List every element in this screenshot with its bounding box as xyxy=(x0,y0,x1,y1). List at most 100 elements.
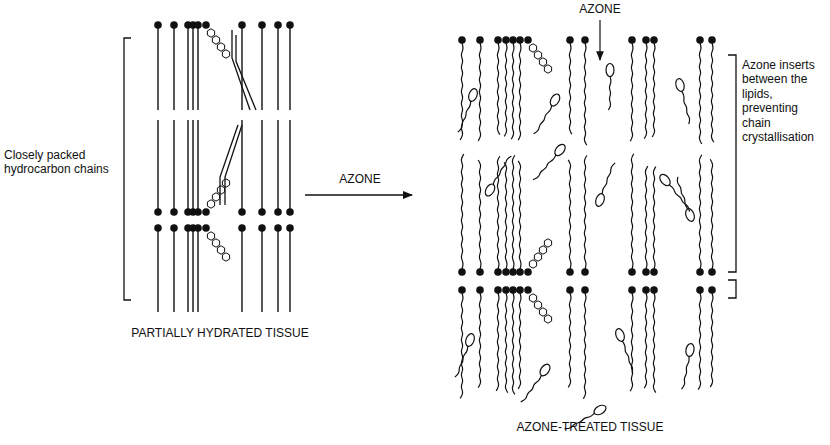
azone-head xyxy=(538,362,552,377)
lipid-tail xyxy=(518,293,521,389)
sterol-ring xyxy=(539,308,546,316)
lipid-tail xyxy=(512,293,514,394)
bent-chain xyxy=(236,35,256,110)
lipid-tail xyxy=(277,120,278,212)
lipid-tail xyxy=(261,120,262,212)
sterol-ring xyxy=(222,179,229,187)
lipid-tail xyxy=(512,155,514,269)
lipid-head xyxy=(628,286,636,294)
azone-molecule xyxy=(606,64,614,111)
azone-molecule xyxy=(456,88,479,134)
lipid-tail xyxy=(173,120,174,212)
lipid-head xyxy=(509,36,517,44)
azone-tail xyxy=(492,155,511,185)
reaction-arrow xyxy=(305,194,412,195)
lipid-tail xyxy=(698,293,701,390)
lipid-tail xyxy=(187,120,188,212)
sterol-ring xyxy=(217,43,224,51)
bent-chain xyxy=(232,30,250,110)
lipid-head xyxy=(642,286,650,294)
lipid-tail xyxy=(568,293,571,387)
leader-arrow xyxy=(599,20,600,60)
sterol-head xyxy=(202,21,210,29)
lipid-head xyxy=(708,268,716,276)
lipid-tail xyxy=(289,228,290,312)
lipid-tail xyxy=(157,25,158,110)
lipid-head xyxy=(502,36,510,44)
lipid-tail xyxy=(699,43,701,144)
azone-molecule xyxy=(519,362,552,405)
lipid-tail xyxy=(461,154,463,269)
azone-head xyxy=(674,78,685,93)
azone-tail xyxy=(621,341,635,373)
lipid-tail xyxy=(496,293,499,391)
lipid-tail xyxy=(652,43,655,137)
lipid-tail xyxy=(505,293,507,393)
azone-tail xyxy=(601,162,615,194)
azone-molecule xyxy=(483,153,513,197)
lipid-head xyxy=(566,268,574,276)
lipid-head xyxy=(581,268,589,276)
sterol-ring xyxy=(217,186,224,194)
sterol-ring xyxy=(212,193,219,201)
azone-head xyxy=(592,403,607,416)
bracket-label: Closely packed hydrocarbon chains xyxy=(4,148,116,177)
lipid-head xyxy=(458,286,466,294)
azone-molecule xyxy=(674,78,694,125)
lipid-tail xyxy=(644,293,647,388)
azone-head xyxy=(553,142,567,157)
sterol-ring xyxy=(534,301,541,309)
callout-label: AZONE xyxy=(565,2,635,16)
sterol-ring xyxy=(222,50,229,58)
sterol-head xyxy=(524,36,532,44)
lipid-tail xyxy=(631,154,633,269)
bracket-label: Azone inserts between the lipids, preven… xyxy=(742,58,828,144)
lipid-tail xyxy=(277,228,278,312)
lipid-tail xyxy=(241,25,242,110)
sterol-ring xyxy=(207,200,214,208)
azone-head xyxy=(594,193,606,208)
bracket xyxy=(728,280,736,298)
lipid-head xyxy=(628,268,636,276)
lipid-head xyxy=(494,286,502,294)
lipid-tail xyxy=(157,228,158,312)
lipid-head xyxy=(494,36,502,44)
lipid-head xyxy=(650,36,658,44)
azone-molecule xyxy=(658,172,694,213)
azone-tail xyxy=(533,154,556,181)
sterol-head xyxy=(524,268,532,276)
lipid-head xyxy=(696,286,704,294)
azone-molecule xyxy=(594,161,617,207)
panel-caption: AZONE-TREATED TISSUE xyxy=(470,420,710,434)
sterol-head xyxy=(202,208,210,216)
lipid-head xyxy=(509,268,517,276)
lipid-tail xyxy=(478,160,481,269)
lipid-tail xyxy=(504,43,507,136)
lipid-head xyxy=(516,36,524,44)
lipid-tail xyxy=(653,293,655,393)
lipid-tail xyxy=(630,43,633,141)
sterol-ring xyxy=(544,315,551,323)
lipid-head xyxy=(516,268,524,276)
sterol-ring xyxy=(534,253,541,261)
bracket xyxy=(728,55,736,272)
azone-molecule xyxy=(532,92,562,136)
lipid-tail xyxy=(497,43,499,135)
sterol-ring xyxy=(529,44,536,52)
azone-head xyxy=(684,208,696,223)
azone-tail xyxy=(455,346,469,378)
lipid-tail xyxy=(711,43,713,142)
lipid-tail xyxy=(504,162,507,269)
lipid-tail xyxy=(197,25,198,110)
lipid-head xyxy=(696,36,704,44)
lipid-head xyxy=(476,268,484,276)
azone-head xyxy=(467,88,479,103)
lipid-head xyxy=(628,36,636,44)
sterol-head xyxy=(524,286,532,294)
lipid-head xyxy=(650,268,658,276)
lipid-tail xyxy=(478,43,481,141)
lipid-tail xyxy=(710,159,713,269)
azone-molecule xyxy=(531,142,567,183)
